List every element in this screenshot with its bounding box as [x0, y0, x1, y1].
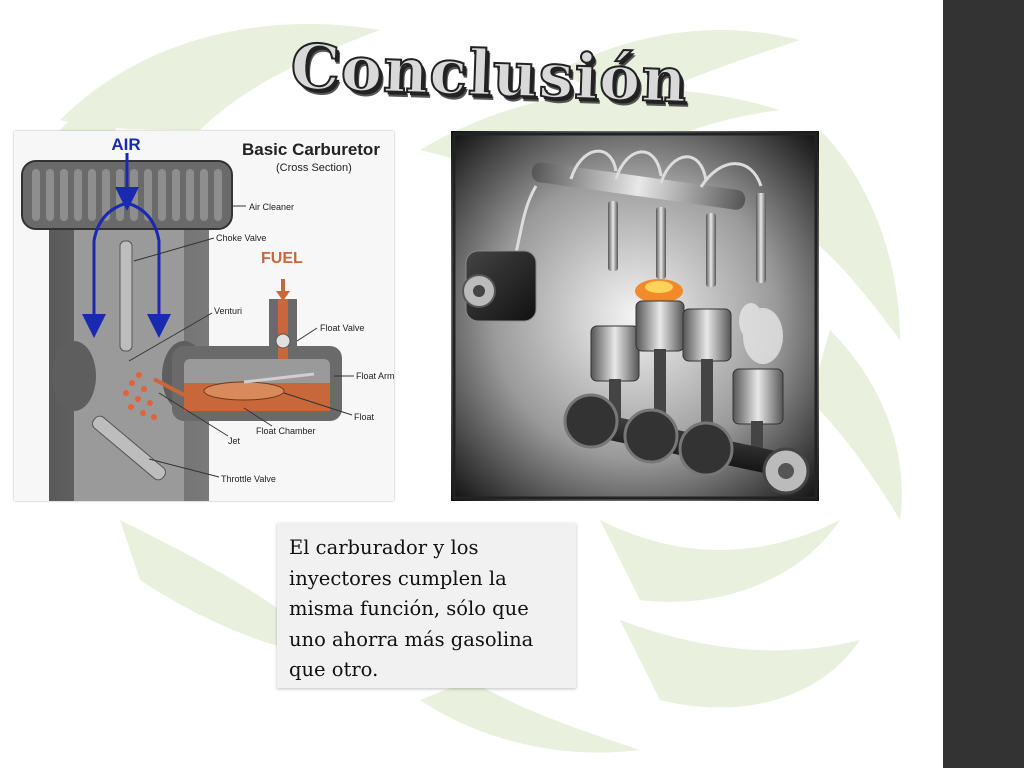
piston-1	[590, 325, 640, 382]
float-valve	[275, 333, 291, 349]
injector-1	[608, 201, 618, 271]
label-float-arm: Float Arm	[356, 371, 394, 381]
air-cleaner-ribs	[32, 169, 222, 221]
label-choke-valve: Choke Valve	[216, 233, 266, 243]
injector-4	[756, 193, 766, 283]
label-float: Float	[354, 412, 375, 422]
fuel-label: FUEL	[261, 250, 303, 267]
fuel-rail	[531, 162, 746, 210]
choke-valve	[119, 240, 133, 352]
label-throttle-valve: Throttle Valve	[221, 474, 276, 484]
label-float-valve: Float Valve	[320, 323, 364, 333]
crankshaft	[563, 393, 810, 495]
slide-title: Conclusión	[288, 29, 689, 118]
label-float-chamber: Float Chamber	[256, 426, 316, 436]
conclusion-text: El carburador y los inyectores cumplen l…	[289, 536, 534, 681]
engine-illustration	[451, 131, 819, 501]
label-air-cleaner: Air Cleaner	[249, 202, 294, 212]
fuel-arrow-head	[276, 291, 290, 301]
diagram-title: Basic Carburetor	[242, 140, 380, 159]
fuel-injection-engine-image	[451, 131, 819, 501]
fuel-inlet-channel	[278, 299, 288, 359]
piston-4	[732, 368, 784, 425]
jet	[153, 377, 185, 397]
injectors	[608, 193, 766, 287]
throttle-valve	[91, 415, 167, 481]
exhaust-vapor	[739, 303, 783, 364]
label-jet: Jet	[228, 436, 241, 446]
injector-2	[656, 207, 666, 279]
carburetor-diagram: AIR Basic Carburetor (Cross Section) FUE…	[14, 131, 394, 501]
engine-frame	[452, 132, 818, 500]
fuel-spray	[123, 372, 157, 420]
flame-core	[645, 281, 673, 293]
injector-3	[706, 213, 716, 287]
air-flow-arrows	[82, 153, 171, 338]
venturi-left	[52, 341, 96, 411]
piston-3	[682, 308, 732, 362]
high-pressure-pump	[462, 250, 537, 322]
pistons	[590, 300, 784, 425]
diagram-subtitle: (Cross Section)	[276, 162, 352, 174]
float	[203, 381, 285, 401]
air-label: AIR	[111, 135, 140, 154]
float-arm	[243, 372, 315, 384]
carburetor-drawing: AIR Basic Carburetor (Cross Section) FUE…	[21, 135, 394, 501]
leader-lines	[128, 205, 354, 478]
conclusion-textbox: El carburador y los inyectores cumplen l…	[277, 523, 576, 688]
label-venturi: Venturi	[214, 306, 242, 316]
right-sidebar-bar	[943, 0, 1024, 768]
piston-2	[635, 300, 685, 352]
